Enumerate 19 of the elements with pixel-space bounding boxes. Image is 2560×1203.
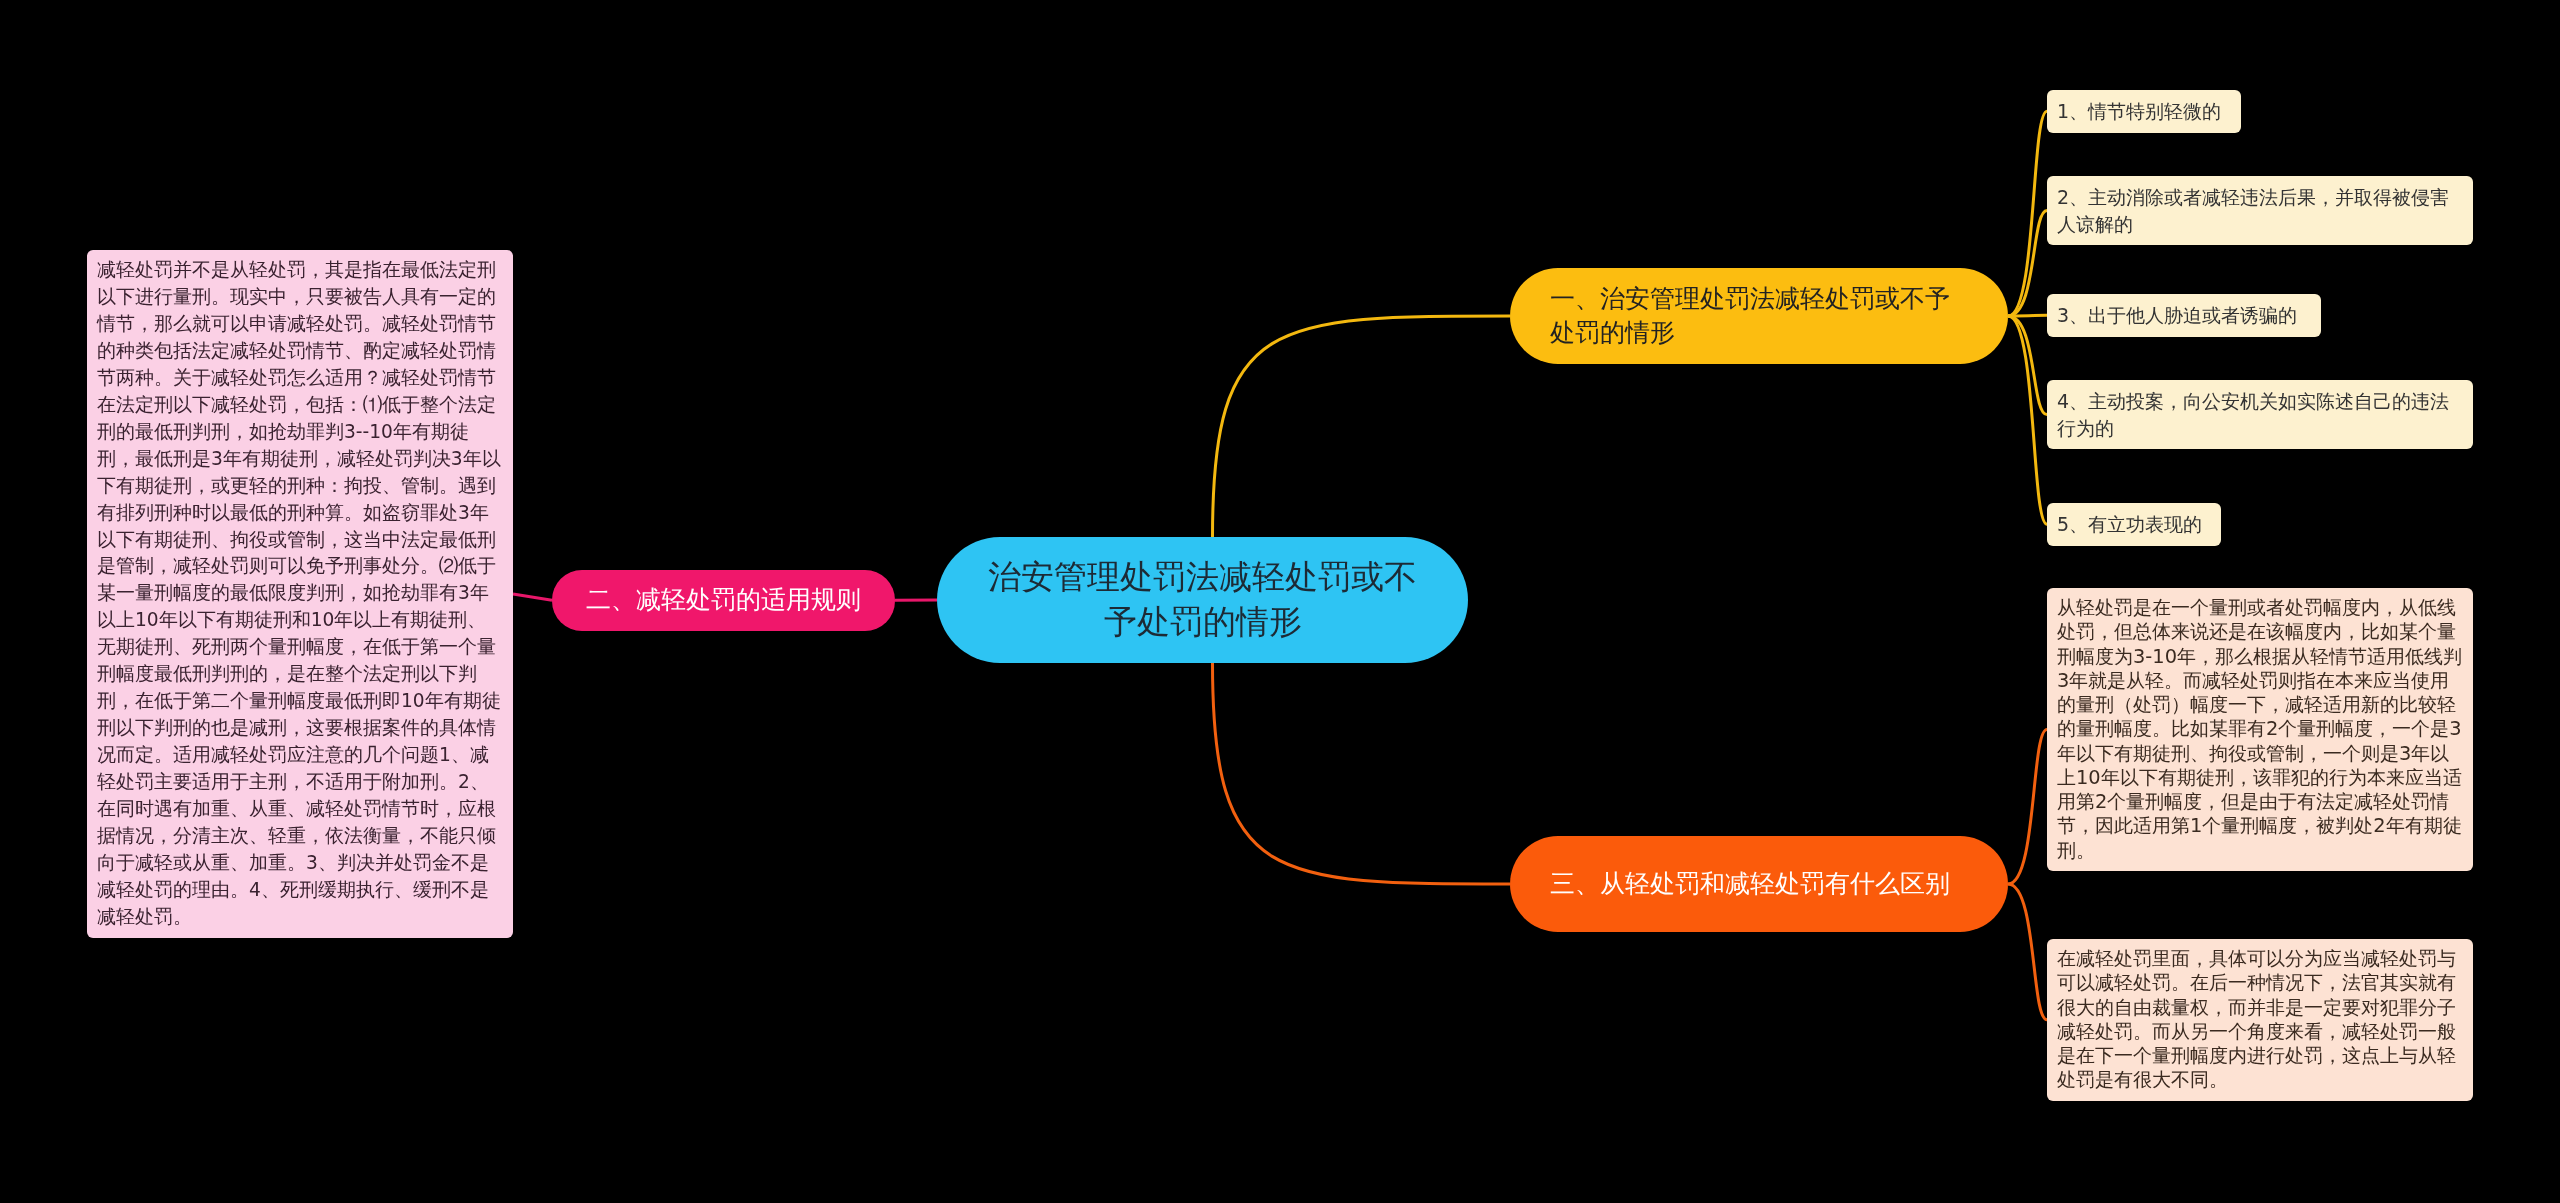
leaf-box: 4、主动投案，向公安机关如实陈述自己的违法行为的 <box>2047 380 2473 450</box>
connector-line <box>1211 314 1510 538</box>
leaf-box: 5、有立功表现的 <box>2047 503 2221 546</box>
branch-topic: 二、减轻处罚的适用规则 <box>552 570 895 631</box>
connector-line <box>1211 662 1510 886</box>
text-box: 在减轻处罚里面，具体可以分为应当减轻处罚与可以减轻处罚。在后一种情况下，法官其实就有很大的自由裁量权，而并非是一定要对犯罪分子减轻处罚。而从另一个角度来看，减轻处罚一般是在下一个量刑幅度内进行处罚，这点上与从轻处罚是有很大不同。 <box>2047 939 2473 1101</box>
connector-line <box>512 592 553 602</box>
connector-line <box>2007 728 2048 886</box>
leaf-box: 3、出于他人胁迫或者诱骗的 <box>2047 294 2321 337</box>
leaf-box: 2、主动消除或者减轻违法后果，并取得被侵害人谅解的 <box>2047 176 2473 246</box>
branch-topic: 一、治安管理处罚法减轻处罚或不予处罚的情形 <box>1510 268 2008 364</box>
text-box: 从轻处罚是在一个量刑或者处罚幅度内，从低线处罚，但总体来说还是在该幅度内，比如某个量刑幅度为3-10年，那么根据从轻情节适用低线判3年就是从轻。而减轻处罚则指在本来应当使用的量刑（处罚）幅度一下，减轻适用新的比较轻的量刑幅度。比如某罪有2个量刑幅度，一个是3年以下有期徒刑、拘役或管制，一个则是3年以上10年以下有期徒刑，该罪犯的行为本来应当适用第2个量刑幅度，但是由于有法定减轻处罚情节，因此适用第1个量刑幅度，被判处2年有期徒刑。 <box>2047 588 2473 871</box>
text-box: 减轻处罚并不是从轻处罚，其是指在最低法定刑以下进行量刑。现实中，只要被告人具有一定的情节，那么就可以申请减轻处罚。减轻处罚情节的种类包括法定减轻处罚情节、酌定减轻处罚情节两种。关于减轻处罚怎么适用？减轻处罚情节在法定刑以下减轻处罚，包括：⑴低于整个法定刑的最低刑判刑，如抢劫罪判3--10年有期徒刑，最低刑是3年有期徒刑，减轻处罚判决3年以下有期徒刑，或更轻的刑种：拘投、管制。遇到有排列刑种时以最低的刑种算。如盗窃罪处3年以下有期徒刑、拘役或管制，这当中法定最低刑是管制，减轻处罚则可以免予刑事处分。⑵低于某一量刑幅度的最低限度判刑，如抢劫罪有3年以上10年以下有期徒刑和10年以上有期徒刑、无期徒刑、死刑两个量刑幅度，在低于第一个量刑幅度最低刑判刑的，是在整个法定刑以下判刑，在低于第二个量刑幅度最低刑即10年有期徒刑以下判刑的也是减刑，这要根据案件的具体情况而定。适用减轻处罚应注意的几个问题1、减轻处罚主要适用于主刑，不适用于附加刑。2、在同时遇有加重、从重、减轻处罚情节时，应根据情况，分清主次、轻重，依法衡量，不能只倾向于减轻或从重、加重。3、判决并处罚金不是减轻处罚的理由。4、死刑缓期执行、缓刑不是减轻处罚。 <box>87 250 513 938</box>
branch-topic: 三、从轻处罚和减轻处罚有什么区别 <box>1510 836 2008 932</box>
central-topic: 治安管理处罚法减轻处罚或不予处罚的情形 <box>937 537 1468 663</box>
connector-line <box>895 598 937 602</box>
connector-line <box>2007 882 2048 1021</box>
leaf-box: 1、情节特别轻微的 <box>2047 90 2241 133</box>
connector-line <box>2007 314 2049 526</box>
